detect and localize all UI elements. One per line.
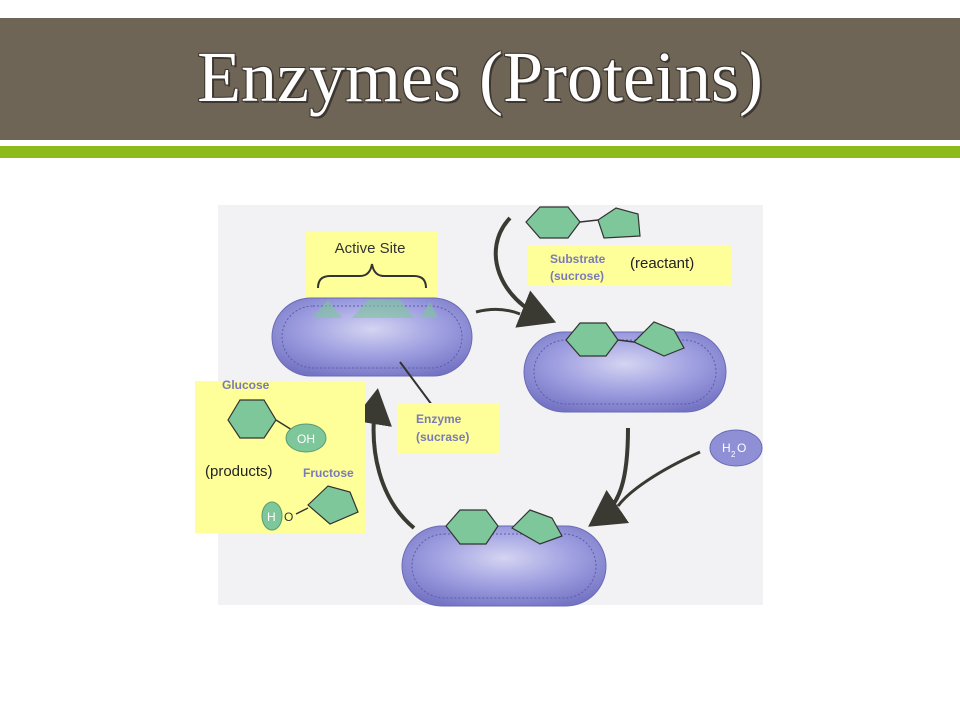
bound-pentagon xyxy=(632,321,685,357)
reactant-label: (reactant) xyxy=(630,255,694,272)
title-bar xyxy=(0,18,960,140)
water-molecule xyxy=(709,429,763,467)
enzyme-label: Enzyme xyxy=(416,412,462,426)
active-site-notch xyxy=(312,300,342,318)
bottom-pentagon xyxy=(511,509,563,545)
glucose-label: Glucose xyxy=(222,378,270,392)
fructose-label: Fructose xyxy=(303,466,354,480)
arrow-substrate-binding xyxy=(493,216,557,328)
fructose-pentagon xyxy=(307,485,359,525)
active-site-brace xyxy=(317,263,427,289)
oh-label: OH xyxy=(297,432,315,446)
water-subscript: 2 xyxy=(731,450,736,459)
slide-title: Enzymes (Proteins) xyxy=(197,37,763,117)
h-group xyxy=(261,501,283,531)
arrow-release xyxy=(352,388,416,530)
substrate-pentagon xyxy=(597,207,641,239)
oh-group xyxy=(285,423,327,453)
water-h: H xyxy=(722,441,731,455)
substrate-label: Substrate xyxy=(550,252,606,266)
title-accent-bar xyxy=(0,146,960,158)
arrow-hydrolysis xyxy=(588,427,630,527)
sucrose-label: (sucrose) xyxy=(550,269,604,283)
arrow-water-feed xyxy=(616,450,701,507)
active-site-label: Active Site xyxy=(335,240,406,257)
arrow-top-connector xyxy=(475,307,521,316)
sucrase-label: (sucrase) xyxy=(416,430,469,444)
substrate-label-box xyxy=(528,246,732,286)
o-label: O xyxy=(284,510,293,524)
enzyme-label-box xyxy=(397,403,499,453)
products-label: (products) xyxy=(205,463,273,480)
bottom-hexagon xyxy=(445,509,499,545)
enzyme-cycle-diagram: Active Site Substrate (sucrose) (reactan… xyxy=(195,205,763,607)
water-o: O xyxy=(737,441,746,455)
enzyme-right xyxy=(523,331,727,413)
h-label: H xyxy=(267,510,276,524)
enzyme-pointer-line xyxy=(399,361,433,406)
enzyme-bottom xyxy=(401,525,607,607)
